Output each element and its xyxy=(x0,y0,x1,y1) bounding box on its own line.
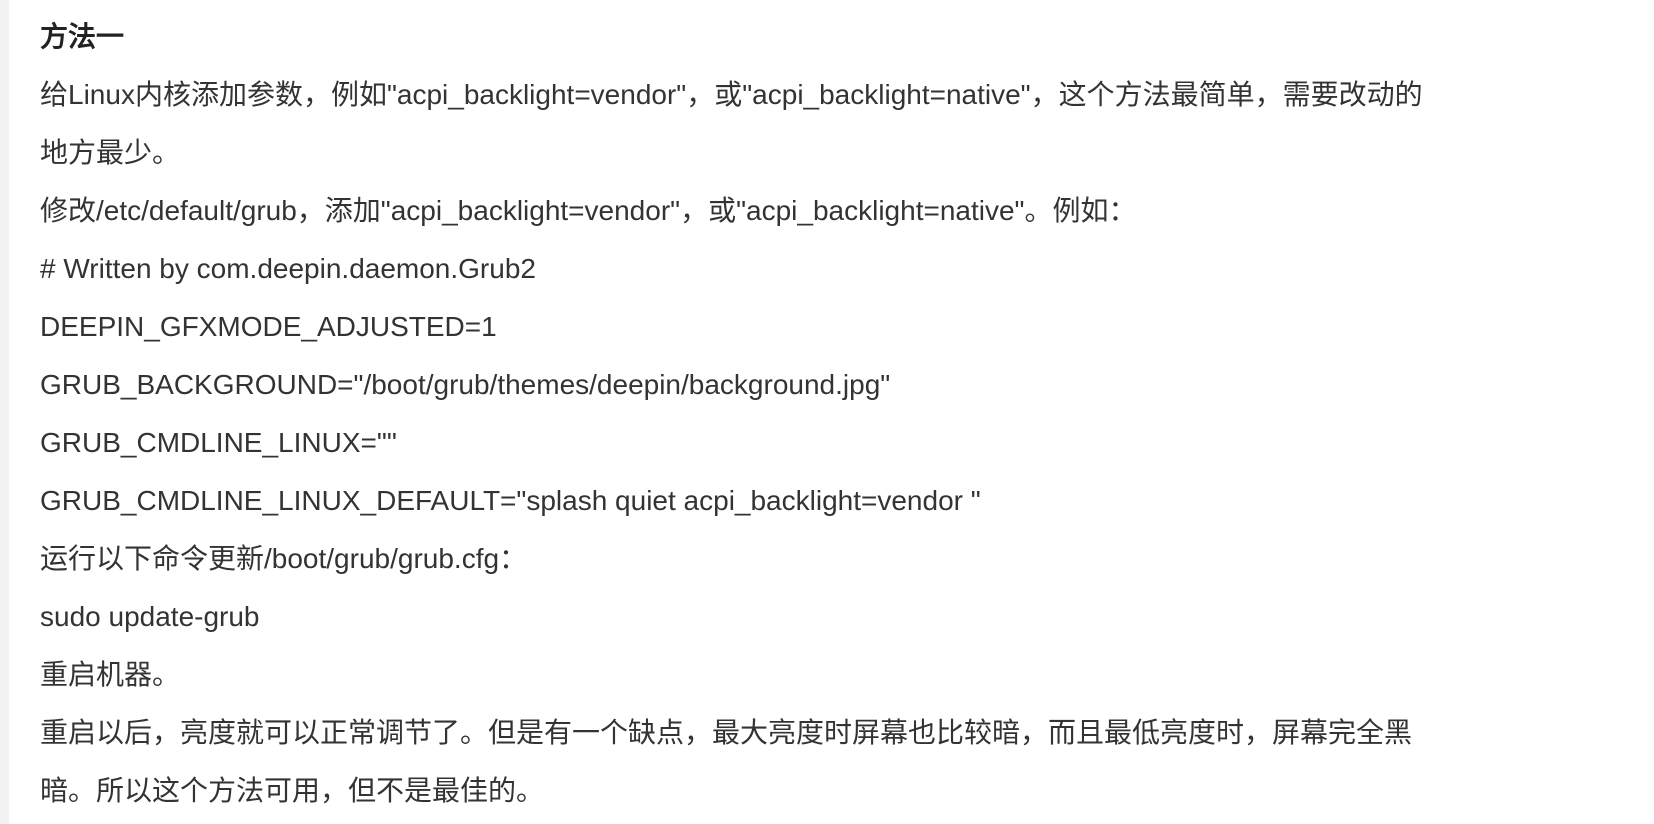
config-line-cmdline: GRUB_CMDLINE_LINUX="" xyxy=(40,427,397,458)
paragraph-edit-grub: 修改/etc/default/grub，添加"acpi_backlight=ve… xyxy=(40,195,1137,226)
paragraph-result-line2: 暗。所以这个方法可用，但不是最佳的。 xyxy=(40,775,545,806)
paragraph-intro-line2: 地方最少。 xyxy=(40,137,181,168)
command-update-grub: sudo update-grub xyxy=(40,601,260,632)
paragraph-intro-line1: 给Linux内核添加参数，例如"acpi_backlight=vendor"，或… xyxy=(40,79,1423,110)
paragraph-run-command: 运行以下命令更新/boot/grub/grub.cfg： xyxy=(40,543,528,574)
paragraph-reboot: 重启机器。 xyxy=(40,659,181,690)
config-line-background: GRUB_BACKGROUND="/boot/grub/themes/deepi… xyxy=(40,369,891,400)
left-border-bar xyxy=(0,0,9,824)
section-heading: 方法一 xyxy=(40,21,125,52)
config-line-cmdline-default: GRUB_CMDLINE_LINUX_DEFAULT="splash quiet… xyxy=(40,485,981,516)
article-body: 方法一 给Linux内核添加参数，例如"acpi_backlight=vendo… xyxy=(40,8,1640,820)
paragraph-result-line1: 重启以后，亮度就可以正常调节了。但是有一个缺点，最大亮度时屏幕也比较暗，而且最低… xyxy=(40,717,1413,748)
config-line-gfxmode: DEEPIN_GFXMODE_ADJUSTED=1 xyxy=(40,311,497,342)
config-line-comment: # Written by com.deepin.daemon.Grub2 xyxy=(40,253,536,284)
